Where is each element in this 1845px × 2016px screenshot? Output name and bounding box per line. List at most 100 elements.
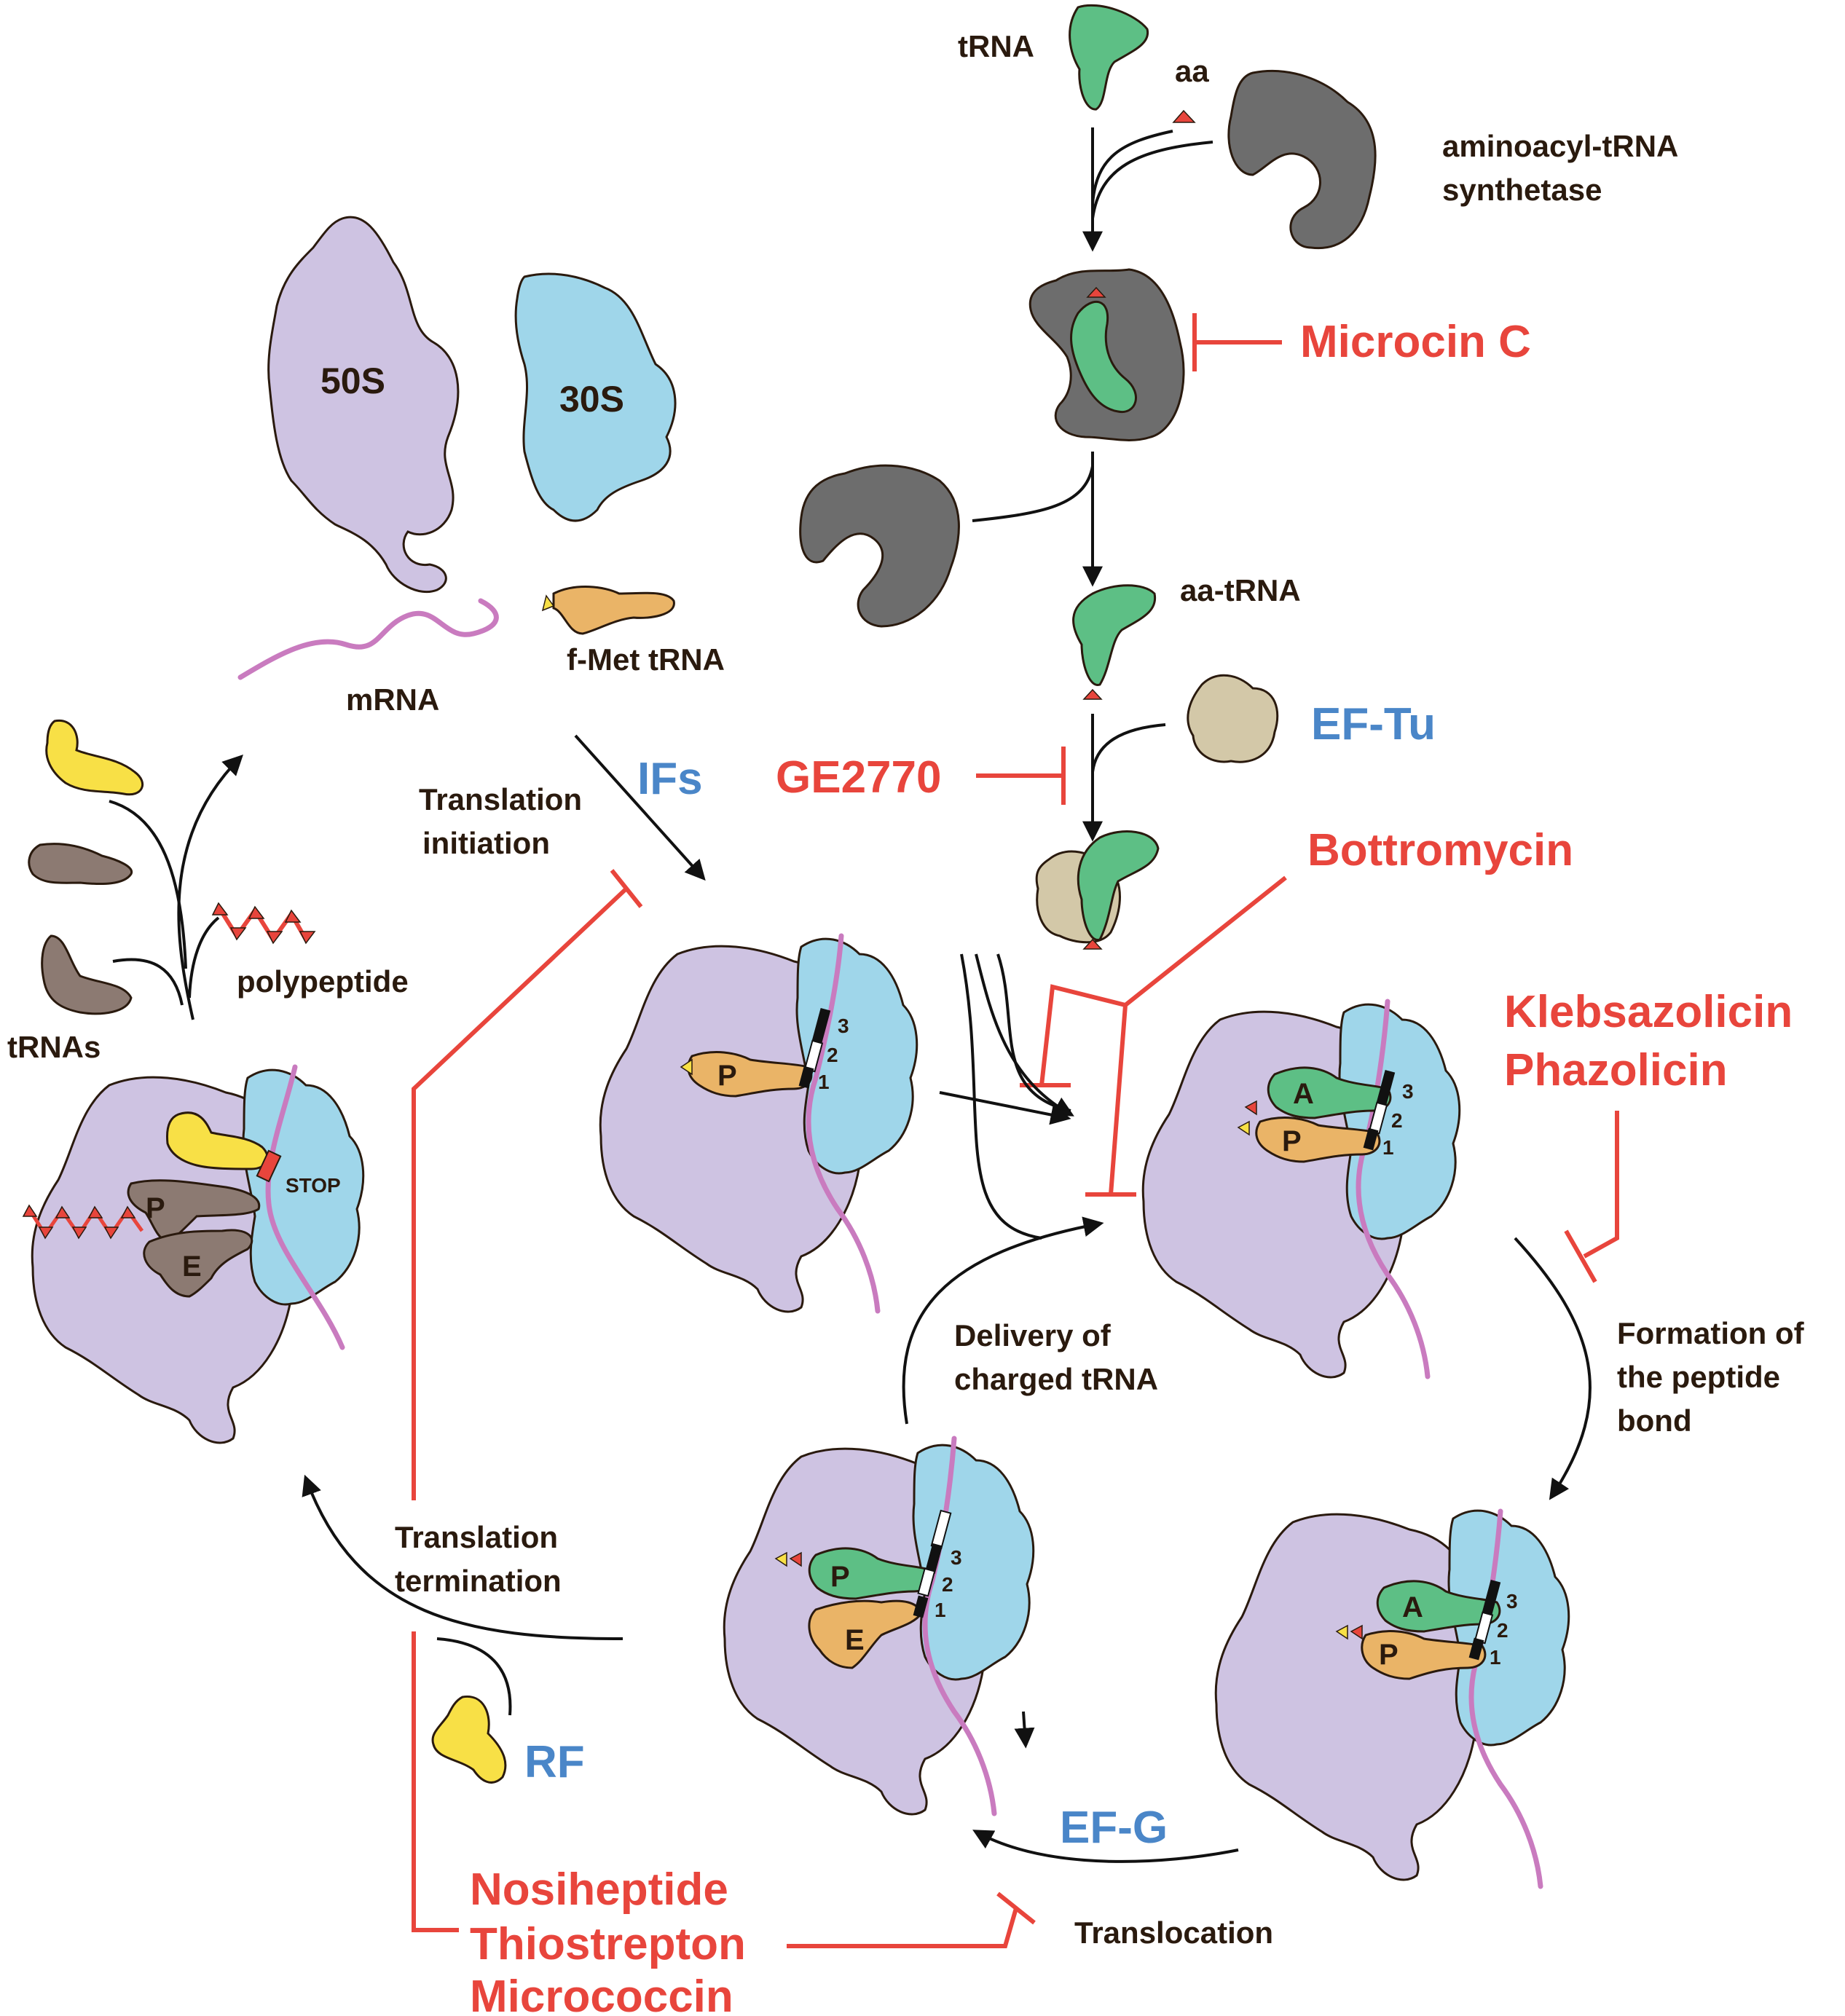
inhibitor-thiostrepton: Thiostrepton [470, 1919, 746, 1969]
amino-acid-triangle-icon [774, 1551, 787, 1567]
nascent-polypeptide-icon [22, 1204, 144, 1240]
codon-3-icon [1481, 1580, 1501, 1618]
subunit-50s-icon [267, 216, 460, 594]
label-peptide-3: bond [1617, 1403, 1692, 1438]
amino-acid-triangle-icon [680, 1058, 693, 1076]
arrow-delivery-loop [902, 1216, 1104, 1425]
inhibitor-ge2770: GE2770 [776, 752, 942, 803]
amino-acid-triangle-icon [1086, 286, 1106, 298]
codon-number-3: 3 [838, 1015, 849, 1037]
mrna-strand-icon [806, 933, 881, 1314]
ribosome-aa-trna-bound: A P 3 2 1 [1141, 999, 1461, 1379]
label-aa: aa [1175, 54, 1209, 88]
codon-1-icon [798, 1066, 814, 1089]
ge2770-inhibition-icon [976, 747, 1066, 805]
synthetase-trna-complex [1028, 268, 1185, 441]
site-p: P [830, 1561, 850, 1593]
synthetase-released-icon [799, 464, 960, 628]
aa-trna-icon [1072, 584, 1157, 700]
label-peptide-2: the peptide [1617, 1360, 1780, 1394]
site-p: P [1282, 1125, 1302, 1157]
released-trna-brown-2-icon [41, 934, 133, 1015]
site-p: P [717, 1060, 737, 1092]
factor-ef-g: EF-G [1060, 1803, 1168, 1853]
amino-acid-triangle-icon [1237, 1120, 1250, 1136]
microcin-c-inhibition-icon [1192, 313, 1282, 371]
label-initiation-2: initiation [422, 826, 550, 860]
codon-number-2: 2 [1497, 1619, 1508, 1642]
amino-acid-triangle-icon [1082, 938, 1103, 950]
arrow-to-elongation [939, 1091, 1071, 1125]
inhibitor-nosiheptide: Nosiheptide [470, 1865, 728, 1915]
arrow-mrna-shift [1014, 1711, 1035, 1749]
label-mrna: mRNA [346, 682, 439, 717]
mrna-strand-icon [922, 1436, 997, 1816]
label-polypeptide: polypeptide [237, 964, 409, 999]
inhibition-line-lower [412, 1631, 459, 1932]
inhibitor-micrococcin: Micrococcin [470, 1972, 733, 2016]
initiation-inhibition-icon [412, 869, 643, 1500]
label-delivery-1: Delivery of [954, 1318, 1112, 1352]
ef-g-inhibition-icon [787, 1891, 1036, 1948]
codon-number-1: 1 [1490, 1646, 1501, 1669]
released-rf-yellow-icon [45, 719, 144, 796]
label-synthetase-1: aminoacyl-tRNA [1442, 129, 1678, 163]
ribosome-post-translocation: P E 3 2 1 [723, 1436, 1035, 1816]
ribosome-termination: STOP P E [22, 1064, 365, 1444]
arrow-delivery-1 [975, 953, 1074, 1117]
codon-1-icon [913, 1595, 929, 1618]
arrow-initiation [574, 734, 706, 881]
codon-3-icon [925, 1543, 943, 1575]
released-polypeptide-icon [211, 902, 316, 945]
factor-ef-tu: EF-Tu [1311, 699, 1436, 749]
arrow-translocation [972, 1830, 1239, 1863]
label-30s: 30S [559, 379, 624, 420]
factor-ifs: IFs [637, 754, 703, 804]
codon-number-1: 1 [1382, 1136, 1394, 1159]
amino-acid-triangle-icon [1172, 109, 1196, 123]
codon-1-icon [1468, 1637, 1484, 1661]
bottromycin-inhibition-icon [1020, 875, 1287, 1197]
factor-rf: RF [524, 1737, 585, 1787]
arrow-recycle-join-2 [112, 958, 184, 1006]
codon-number-2: 2 [827, 1044, 838, 1066]
stop-codon-icon [256, 1149, 282, 1183]
site-p: P [146, 1192, 165, 1224]
label-termination-2: termination [395, 1564, 562, 1598]
inhibitor-klebsazolicin: Klebsazolicin [1504, 987, 1793, 1037]
label-50s: 50S [320, 361, 385, 401]
codon-3-icon [1375, 1070, 1396, 1108]
site-a: A [1402, 1591, 1423, 1623]
label-trna: tRNA [958, 29, 1034, 63]
arrow-eftu-join [1091, 723, 1166, 773]
subunit-30s-icon [514, 272, 677, 522]
trna-free [1069, 4, 1149, 111]
codon-2-icon [917, 1567, 936, 1597]
ribosome-pre-translocation: A P 3 2 1 [1214, 1508, 1570, 1889]
klebsazolicin-inhibition-icon [1564, 1111, 1619, 1283]
arrow-aa-join [1091, 130, 1173, 205]
rf-yellow-icon [431, 1696, 507, 1784]
released-trna-brown-1-icon [28, 843, 133, 886]
arrow-rf-join [436, 1637, 512, 1716]
arrow-termination [302, 1474, 623, 1640]
arrow-delivery-3 [960, 953, 1042, 1240]
label-delivery-2: charged tRNA [954, 1362, 1158, 1396]
inhibitor-phazolicin: Phazolicin [1504, 1045, 1728, 1095]
arrow-synthetase-release [972, 465, 1094, 522]
amino-acid-triangle-icon [1244, 1100, 1257, 1116]
amino-acid-triangle-icon [1082, 688, 1103, 700]
arrow-recycling-up [177, 755, 243, 1020]
ef-tu-icon [1187, 674, 1279, 763]
arrow-synthetase-join [1091, 141, 1213, 219]
codon-number-1: 1 [818, 1071, 830, 1093]
site-a: A [1293, 1078, 1314, 1110]
ternary-complex-icon [1035, 830, 1160, 950]
codon-3-icon [811, 1008, 831, 1046]
mrna-strand-icon [265, 1064, 345, 1350]
label-aa-trna: aa-tRNA [1180, 573, 1301, 607]
arrow-recycle-join-3 [188, 916, 220, 999]
amino-acid-triangle-icon [541, 594, 555, 612]
mrna-strand-icon [1356, 999, 1431, 1379]
